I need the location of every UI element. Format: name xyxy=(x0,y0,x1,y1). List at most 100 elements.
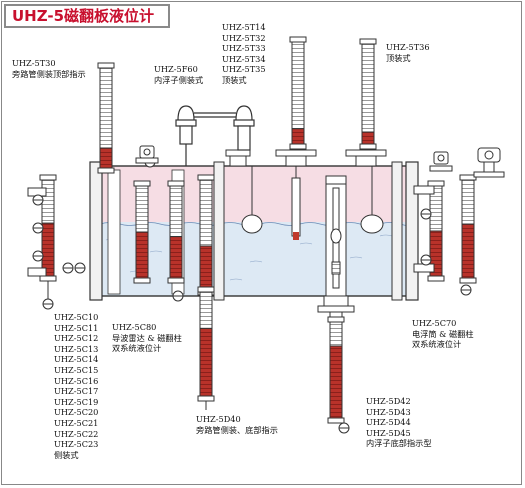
label-line: 双系统液位计 xyxy=(412,339,462,350)
column-5t14-cap xyxy=(289,36,307,43)
flange-5c70-bottom xyxy=(413,263,435,273)
column-5t30-white xyxy=(99,67,113,149)
column-5t30-red xyxy=(99,147,113,169)
label-line: UHZ-5T33 xyxy=(222,43,266,54)
column-5t36-cap xyxy=(359,38,377,45)
label-line: UHZ-5D42 xyxy=(366,396,411,406)
column-5t14-base xyxy=(289,143,307,150)
left-head-icon xyxy=(135,145,159,164)
side-float-loop xyxy=(175,105,255,166)
column-5d40-lower-cap xyxy=(197,286,215,293)
label-line: UHZ-5D43 xyxy=(366,406,411,417)
label-line: UHZ-5D44 xyxy=(366,417,411,428)
column-5c80-left-red xyxy=(135,231,149,279)
label-line: 导波雷达 & 磁翻柱 xyxy=(112,332,182,343)
label-line: UHZ-5T36 xyxy=(386,42,430,52)
column-5c80-right-cap xyxy=(167,180,185,187)
label-line: UHZ-5C80 xyxy=(112,322,157,332)
gauge-columns xyxy=(27,36,477,434)
column-5d40-upper-white xyxy=(199,179,213,247)
label-line: UHZ-5C10 xyxy=(54,312,99,322)
label-line: 内浮子侧装式 xyxy=(154,74,204,85)
label-line: UHZ-5C70 xyxy=(412,318,457,328)
label-line: UHZ-5C17 xyxy=(54,386,99,397)
label-line: UHZ-5C13 xyxy=(54,343,99,354)
label-5c80: UHZ-5C80 导波雷达 & 磁翻柱 双系统液位计 xyxy=(112,322,182,354)
flange-5c70-top xyxy=(413,185,435,195)
label-5f60: UHZ-5F60 内浮子侧装式 xyxy=(154,64,203,85)
column-5c80-left-base xyxy=(133,277,151,284)
column-5c10-cap xyxy=(39,174,57,181)
label-line: UHZ-5C20 xyxy=(54,407,99,418)
column-5d42-red xyxy=(329,345,343,419)
column-5c80-left-white xyxy=(135,185,149,233)
label-line: UHZ-5C19 xyxy=(54,396,99,407)
internal-floats xyxy=(241,166,384,297)
label-line: UHZ-5C16 xyxy=(54,375,99,386)
label-line: UHZ-5C11 xyxy=(54,322,99,333)
label-line: UHZ-5T34 xyxy=(222,53,266,64)
transmitter-head-icon xyxy=(429,151,453,172)
label-line: UHZ-5D45 xyxy=(366,427,411,438)
column-5c80-right-white xyxy=(169,185,183,238)
bottom-outlet xyxy=(317,295,355,321)
label-line: UHZ-5C22 xyxy=(54,428,99,439)
column-5c10-white xyxy=(41,179,55,224)
flange-5c10-bottom xyxy=(27,267,47,277)
label-line: UHZ-5D40 xyxy=(196,414,241,424)
column-5d42-cap xyxy=(327,316,345,323)
label-line: 顶装式 xyxy=(222,74,247,85)
label-line: UHZ-5T32 xyxy=(222,32,266,43)
label-line: 内浮子底部指示型 xyxy=(366,438,432,449)
label-line: UHZ-5T35 xyxy=(222,64,266,75)
top-nozzles xyxy=(225,149,387,185)
label-5c10-group: UHZ-5C10 UHZ-5C11 UHZ-5C12 UHZ-5C13 UHZ-… xyxy=(54,312,98,460)
column-5c70-right-white xyxy=(461,179,475,225)
label-5d42-group: UHZ-5D42 UHZ-5D43 UHZ-5D44 UHZ-5D45 内浮子底… xyxy=(366,396,432,449)
radar-head-icon xyxy=(473,147,505,178)
label-line: UHZ-5T30 xyxy=(12,58,56,68)
label-5t14-group: UHZ-5T14 UHZ-5T32 UHZ-5T33 UHZ-5T34 UHZ-… xyxy=(222,22,266,86)
column-5d40-lower-base xyxy=(197,395,215,402)
label-line: UHZ-5C21 xyxy=(54,417,99,428)
column-5c10-base xyxy=(39,275,57,282)
column-5d40-lower-white xyxy=(199,291,213,329)
label-line: UHZ-5C15 xyxy=(54,364,99,375)
column-5c70-left-base xyxy=(427,275,445,282)
label-line: UHZ-5F60 xyxy=(154,64,198,74)
column-5d40-lower-red xyxy=(199,327,213,397)
label-line: 双系统液位计 xyxy=(112,343,162,354)
label-5c70: UHZ-5C70 电浮筒 & 磁翻柱 双系统液位计 xyxy=(412,318,474,350)
page-title: UHZ-5磁翻板液位计 xyxy=(4,4,170,28)
column-5t30-cap xyxy=(97,62,115,69)
column-5t36-white xyxy=(361,43,375,133)
column-5c70-right-red xyxy=(461,223,475,279)
label-5t30: UHZ-5T30 旁路管侧装顶部指示 xyxy=(12,58,86,79)
label-line: UHZ-5T14 xyxy=(222,22,266,32)
column-5c70-left-cap xyxy=(427,180,445,187)
column-5t36-red xyxy=(361,131,375,145)
label-5t36: UHZ-5T36 顶装式 xyxy=(386,42,430,63)
column-5c80-right-red xyxy=(169,236,183,279)
label-line: UHZ-5C23 xyxy=(54,439,99,450)
column-5t36-base xyxy=(359,143,377,150)
column-5t14-red xyxy=(291,128,305,145)
label-line: 侧装式 xyxy=(54,449,79,460)
column-5c70-right-base xyxy=(459,277,477,284)
column-5c80-left-cap xyxy=(133,180,151,187)
label-5d40: UHZ-5D40 旁路管侧装、底部指示 xyxy=(196,414,278,435)
column-5t14-white xyxy=(291,41,305,130)
column-5c80-right-base xyxy=(167,277,185,284)
label-line: UHZ-5C14 xyxy=(54,354,99,365)
label-line: 顶装式 xyxy=(386,52,411,63)
column-5t30-base xyxy=(97,167,115,174)
label-line: UHZ-5C12 xyxy=(54,333,99,344)
column-5d40-upper-cap xyxy=(197,174,215,181)
label-line: 旁路管侧装顶部指示 xyxy=(12,68,86,79)
column-5d40-upper-red xyxy=(199,245,213,291)
column-5d42-white xyxy=(329,321,343,347)
label-line: 电浮筒 & 磁翻柱 xyxy=(412,328,474,339)
label-line: 旁路管侧装、底部指示 xyxy=(196,424,278,435)
column-5d42-base xyxy=(327,417,345,424)
